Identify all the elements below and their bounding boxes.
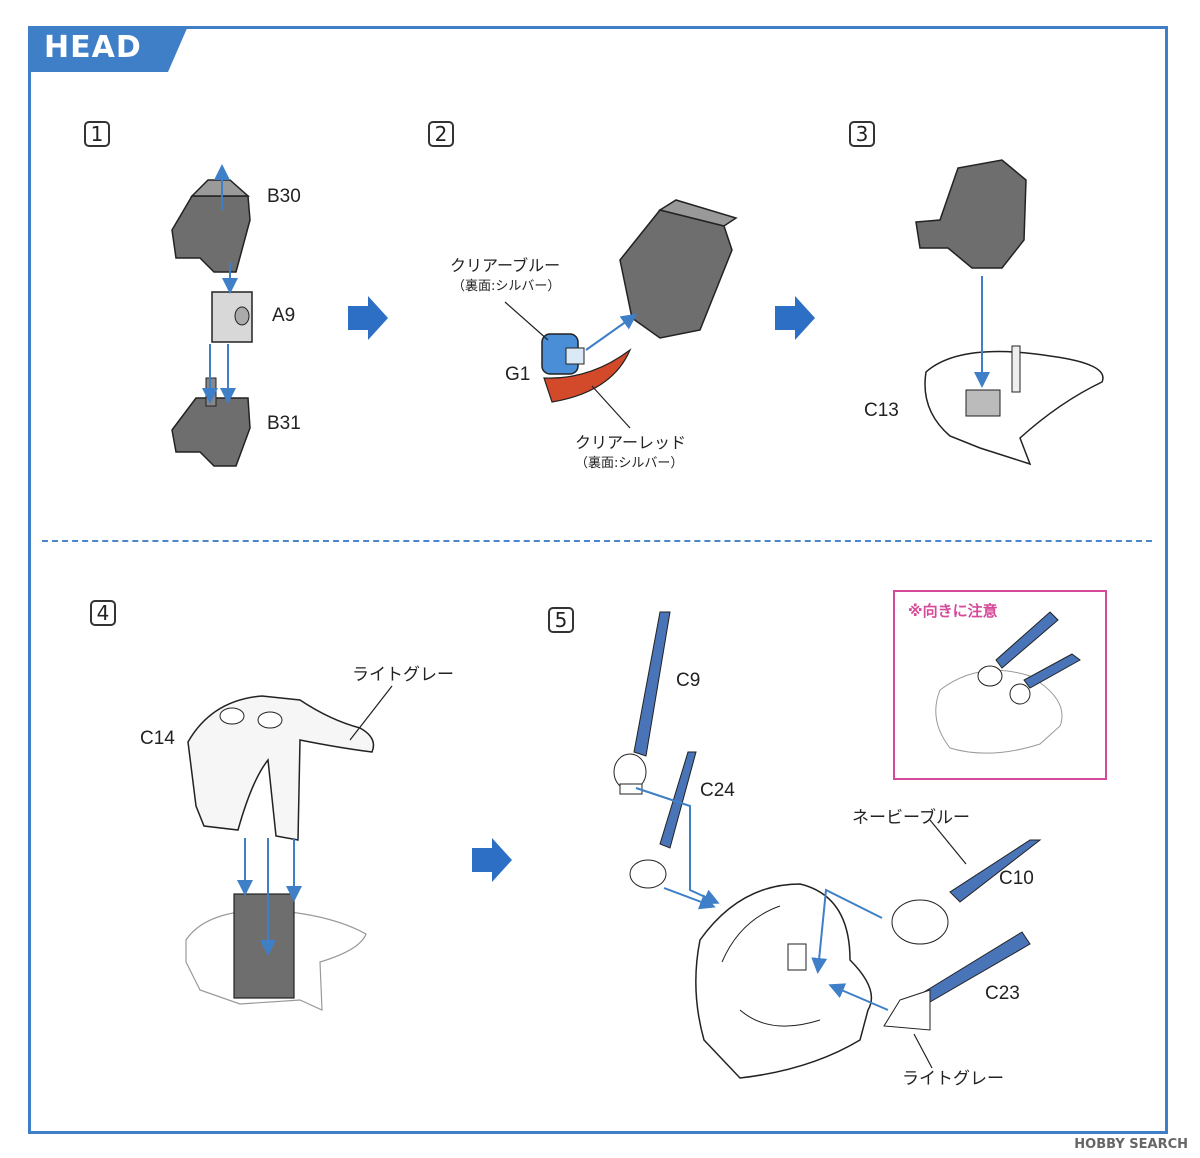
next-arrow-2 xyxy=(775,296,815,340)
part-head-final xyxy=(695,883,873,1079)
label-c24: C24 xyxy=(700,780,735,801)
section-tab xyxy=(28,26,188,72)
label-b31: B31 xyxy=(267,413,301,434)
label-c14: C14 xyxy=(140,728,175,749)
label-clear-blue: クリアーブルー xyxy=(450,258,561,275)
label-clear-red-sub: （裏面:シルバー） xyxy=(575,456,684,471)
part-c14 xyxy=(187,695,375,841)
label-clear-red: クリアーレッド xyxy=(575,435,687,452)
step-2-number: 2 xyxy=(428,121,454,147)
part-head-lower xyxy=(185,893,367,1011)
label-g1: G1 xyxy=(505,364,531,385)
orientation-note-box xyxy=(893,590,1107,780)
label-a9: A9 xyxy=(272,305,296,326)
instruction-frame xyxy=(28,26,1168,1134)
next-arrow-3 xyxy=(472,838,512,882)
label-navy-blue: ネービーブルー xyxy=(852,808,970,827)
label-light-gray-5: ライトグレー xyxy=(902,1069,1004,1088)
label-clear-blue-sub: （裏面:シルバー） xyxy=(452,279,561,294)
part-a9 xyxy=(211,291,253,343)
part-g1-clear-red xyxy=(543,348,632,403)
step-3-number: 3 xyxy=(849,121,875,147)
note-inset-drawing xyxy=(935,611,1081,754)
section-divider xyxy=(42,540,1152,542)
part-b30 xyxy=(171,179,251,273)
label-c10: C10 xyxy=(999,868,1034,889)
part-head-assembly xyxy=(915,159,1027,269)
label-light-gray-4: ライトグレー xyxy=(352,665,454,684)
label-c23: C23 xyxy=(985,983,1020,1004)
step-5-number: 5 xyxy=(548,607,574,633)
step-1-number: 1 xyxy=(84,121,110,147)
step-4-number: 4 xyxy=(90,600,116,626)
label-c9: C9 xyxy=(676,670,701,691)
section-tab-shape xyxy=(28,26,188,72)
part-g1-clear-blue xyxy=(541,333,585,375)
section-title: HEAD xyxy=(44,30,142,65)
part-c9 xyxy=(613,611,671,795)
watermark: HOBBY SEARCH xyxy=(1074,1137,1188,1152)
part-c13 xyxy=(924,345,1104,466)
part-head-block xyxy=(619,199,738,339)
label-b30: B30 xyxy=(267,186,301,207)
part-c23 xyxy=(883,931,1031,1031)
next-arrow-1 xyxy=(348,296,388,340)
label-c13: C13 xyxy=(864,400,899,421)
part-c24 xyxy=(629,751,697,889)
part-c10 xyxy=(891,839,1042,945)
orientation-note-text: ※向きに注意 xyxy=(908,602,998,620)
